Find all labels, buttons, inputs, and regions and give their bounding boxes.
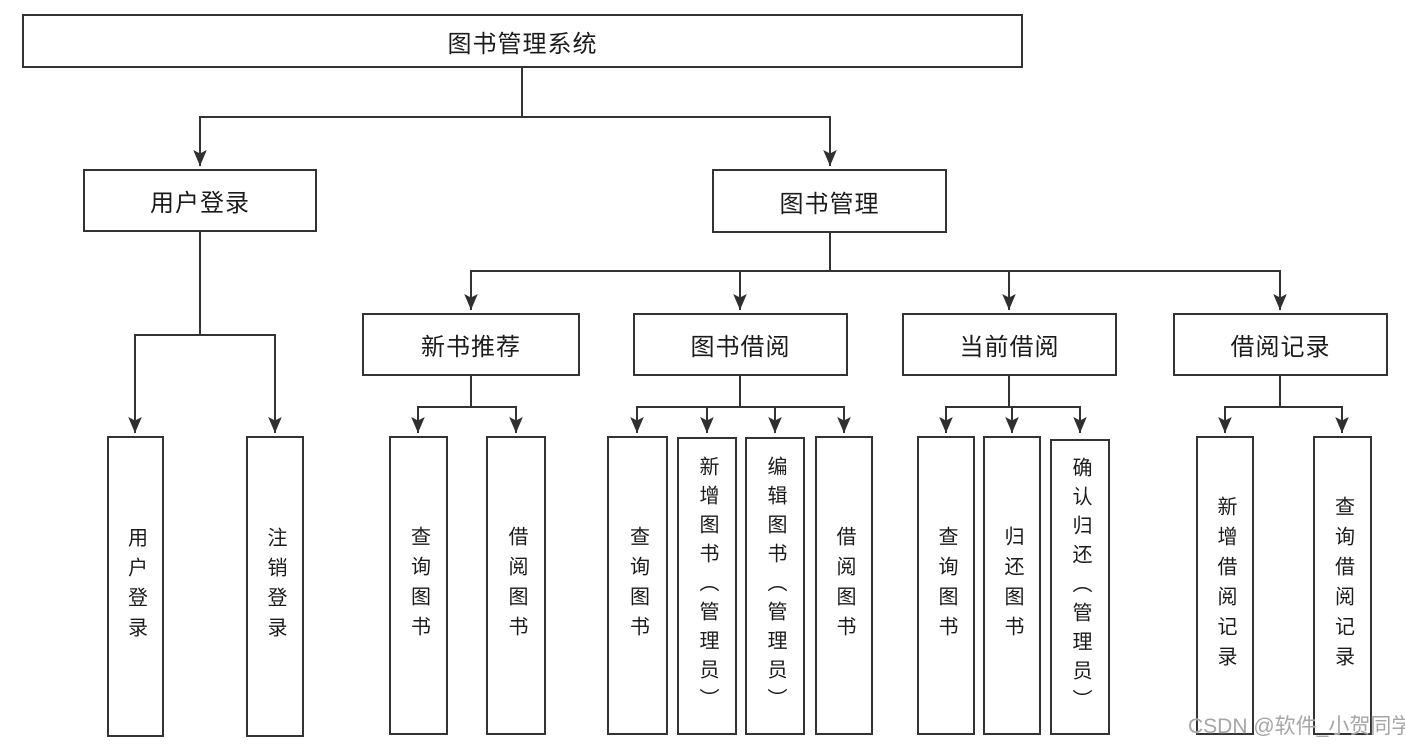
- leaf-user-login: 用户登录: [107, 436, 164, 737]
- leaf-logout-login: 注销登录: [246, 436, 304, 737]
- leaf-borrow-query: 查询图书: [607, 436, 668, 735]
- node-book-borrow: 图书借阅: [633, 313, 848, 376]
- csdn-watermark: CSDN @软件_小贺同学: [1188, 715, 1405, 738]
- node-borrow-records: 借阅记录: [1173, 313, 1388, 376]
- leaf-records-query: 查询借阅记录: [1313, 436, 1372, 735]
- leaf-current-return: 归还图书: [983, 436, 1041, 735]
- leaf-newbook-borrow: 借阅图书: [486, 436, 546, 735]
- node-new-book: 新书推荐: [362, 313, 580, 376]
- leaf-borrow-edit-admin: 编辑图书（管理员）: [745, 437, 805, 735]
- leaf-records-add: 新增借阅记录: [1196, 436, 1254, 735]
- node-book-mgmt: 图书管理: [712, 169, 947, 233]
- leaf-borrow-add-admin: 新增图书（管理员）: [677, 437, 737, 735]
- node-root: 图书管理系统: [22, 14, 1023, 68]
- node-current-borrow: 当前借阅: [902, 313, 1117, 376]
- leaf-borrow-borrow: 借阅图书: [815, 436, 873, 735]
- node-user-login: 用户登录: [83, 169, 317, 232]
- leaf-current-query: 查询图书: [917, 436, 975, 735]
- leaf-current-confirm-admin: 确认归还（管理员）: [1050, 439, 1110, 735]
- leaf-newbook-query: 查询图书: [389, 436, 448, 735]
